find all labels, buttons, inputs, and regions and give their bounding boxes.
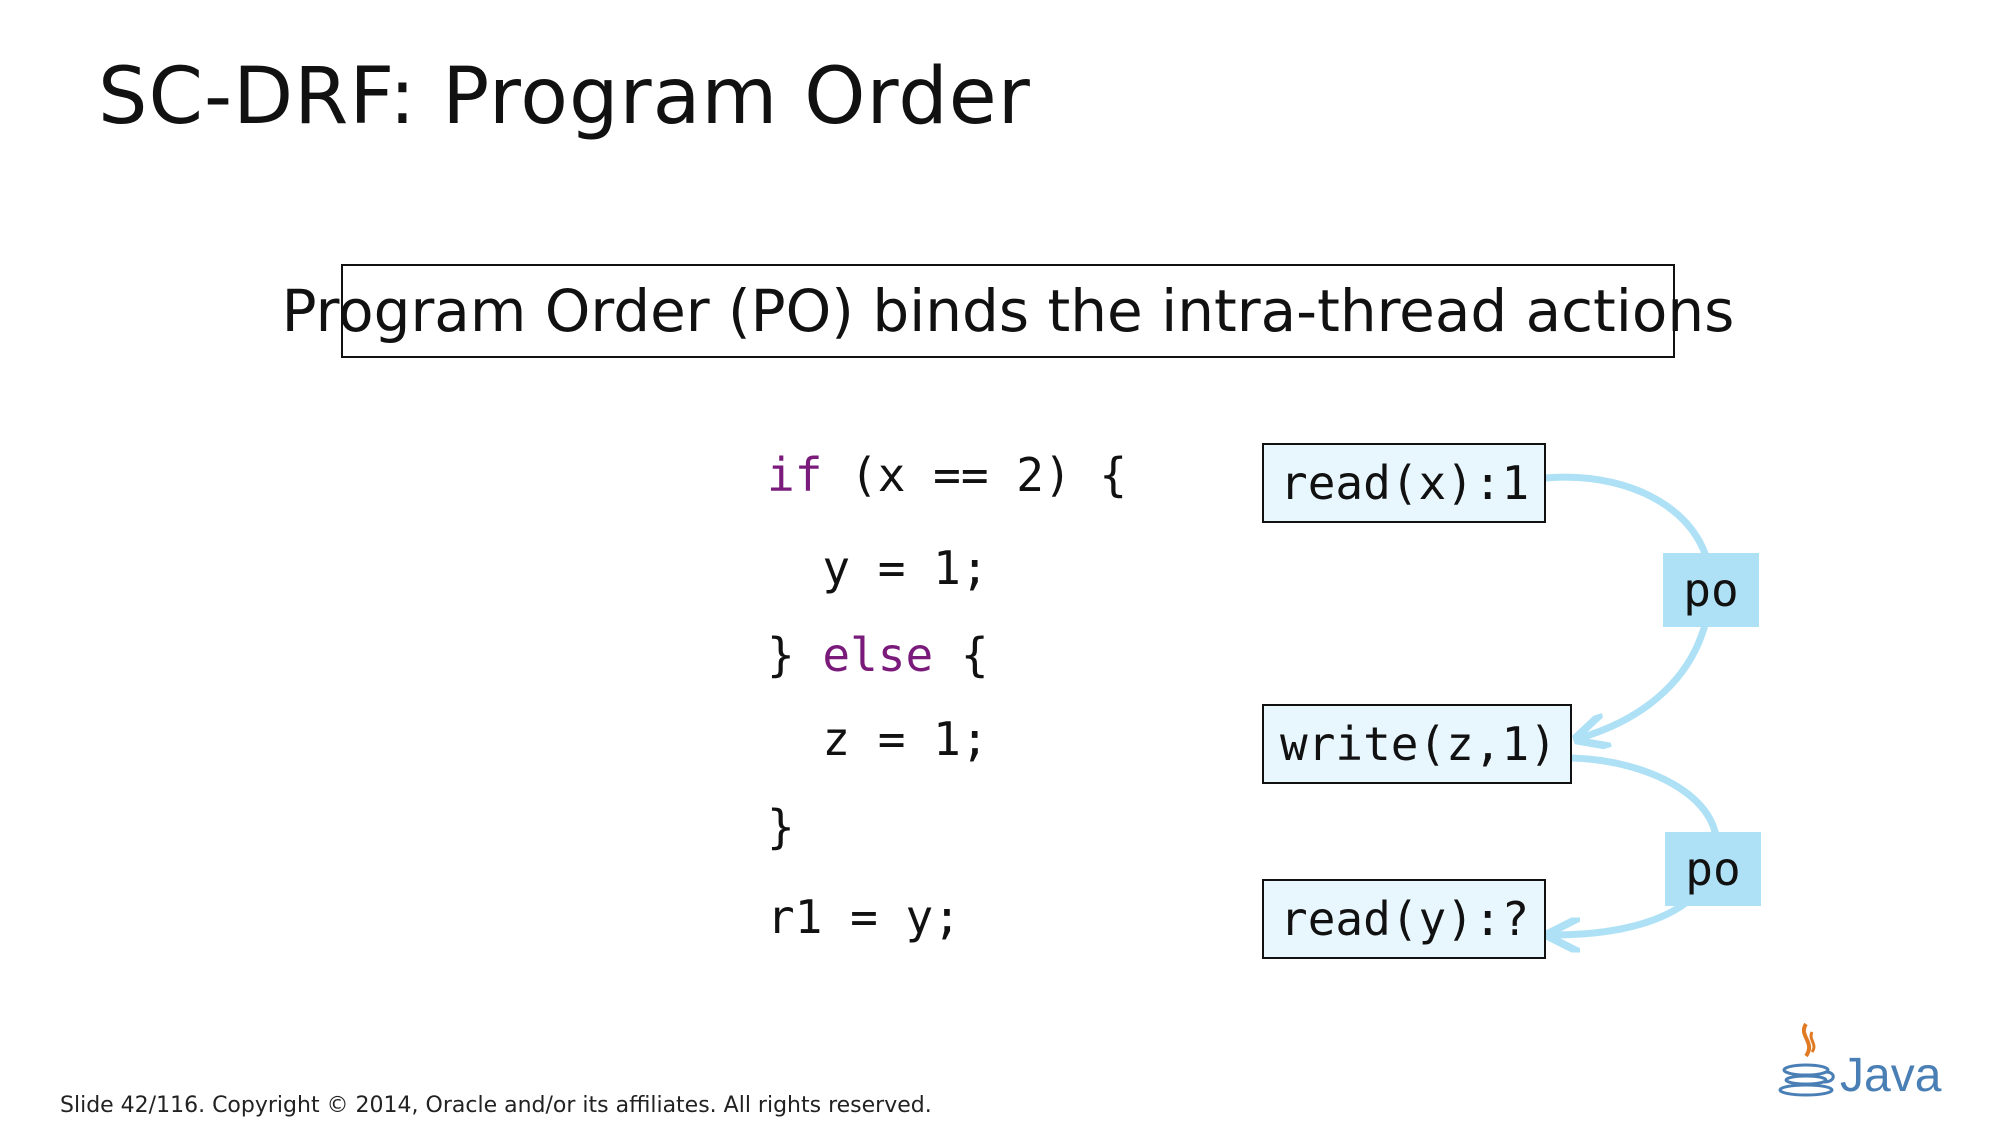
java-cup-icon [1778,1022,1835,1097]
slide-footer: Slide 42/116. Copyright © 2014, Oracle a… [60,1093,932,1118]
slide-title: SC-DRF: Program Order [98,52,1031,142]
code-line-6: r1 = y; [767,890,961,944]
po-label-2: po [1665,832,1761,906]
code-line-3-brace: } [767,628,823,682]
java-logo: Java [1776,1020,1941,1100]
code-line-3-rest: { [933,628,989,682]
po-label-1: po [1663,553,1759,627]
code-line-2: y = 1; [767,541,989,595]
keyword-else: else [822,628,934,682]
callout-text: Program Order (PO) binds the intra-threa… [281,277,1735,345]
definition-callout: Program Order (PO) binds the intra-threa… [282,264,1734,358]
action-read-y: read(y):? [1262,879,1546,959]
action-read-y-label: read(y):? [1280,892,1530,946]
keyword-if: if [767,448,823,502]
java-logo-text: Java [1840,1049,1942,1102]
code-line-1: if (x == 2) { [767,448,1127,502]
action-write-z: write(z,1) [1262,704,1572,784]
po-label-2-text: po [1685,842,1741,896]
action-read-x: read(x):1 [1262,443,1546,523]
code-line-3: } else { [767,628,989,682]
action-write-z-label: write(z,1) [1280,717,1557,771]
action-read-x-label: read(x):1 [1280,456,1530,510]
code-line-1-rest: (x == 2) { [822,448,1128,502]
code-line-4: z = 1; [767,712,989,766]
po-label-1-text: po [1683,563,1739,617]
code-line-5: } [767,800,795,854]
